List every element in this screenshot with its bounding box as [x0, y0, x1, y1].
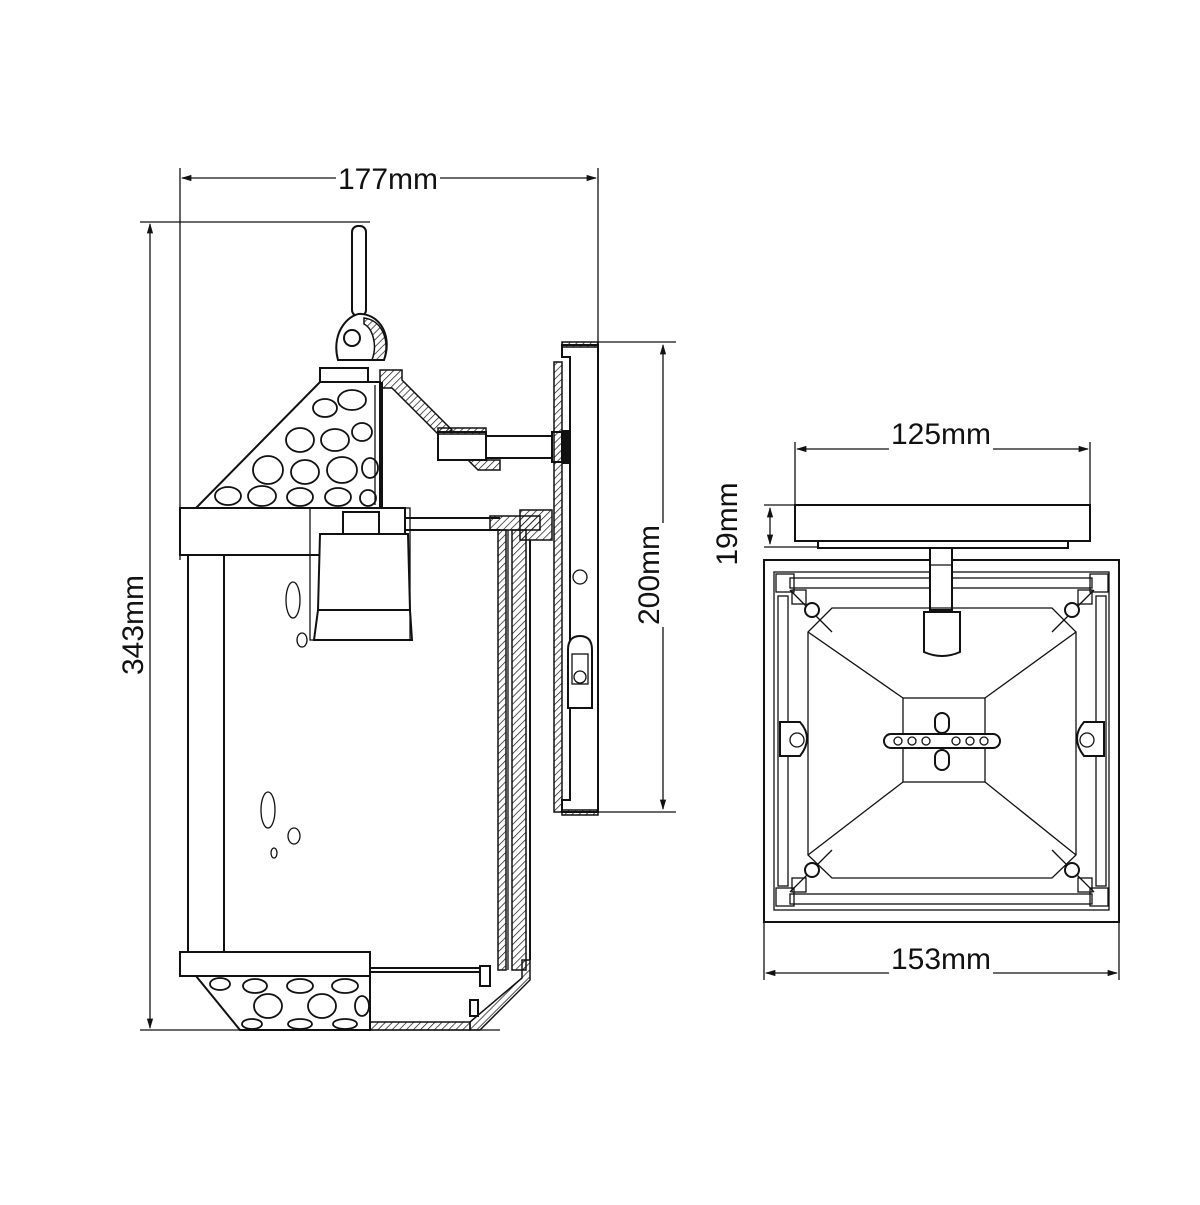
roof-screws [779, 602, 1105, 878]
backplate-section [553, 361, 563, 813]
roof-outline [807, 607, 1077, 879]
glass-panel-frame [497, 529, 507, 971]
roof-stone-pattern [214, 389, 379, 507]
backplate [561, 344, 599, 813]
dimension-label-depth: 177mm [335, 163, 441, 196]
lamp-socket [316, 533, 412, 611]
backplate-top-view [794, 504, 1091, 542]
finial-rod [351, 225, 367, 317]
dimension-label-backplate-depth: 19mm [711, 480, 744, 568]
arm-nut [562, 430, 572, 464]
plan-view [763, 442, 1120, 980]
finial-top-view [934, 712, 950, 734]
roof-slope-section [379, 369, 454, 437]
arm-collar [437, 431, 487, 461]
socket-top-view [923, 611, 961, 657]
dimension-label-backplate-width: 125mm [888, 418, 994, 451]
side-view [140, 168, 676, 1031]
arm-tube [485, 435, 555, 459]
top-cap-plate [319, 367, 369, 383]
arm-top-view [929, 547, 953, 611]
corner-brackets [775, 573, 1109, 907]
socket-cap [342, 511, 380, 535]
left-frame-post [187, 554, 225, 956]
backplate-screw [572, 569, 588, 585]
seeded-glass-bubbles [260, 581, 308, 859]
dimension-label-height: 343mm [117, 572, 150, 678]
bottom-stone-pattern [209, 977, 370, 1030]
dimension-label-backplate-height: 200mm [633, 522, 666, 628]
bottom-band [179, 951, 371, 977]
dimension-label-body-width: 153mm [888, 943, 994, 976]
bottom-pan-section [369, 1021, 471, 1031]
